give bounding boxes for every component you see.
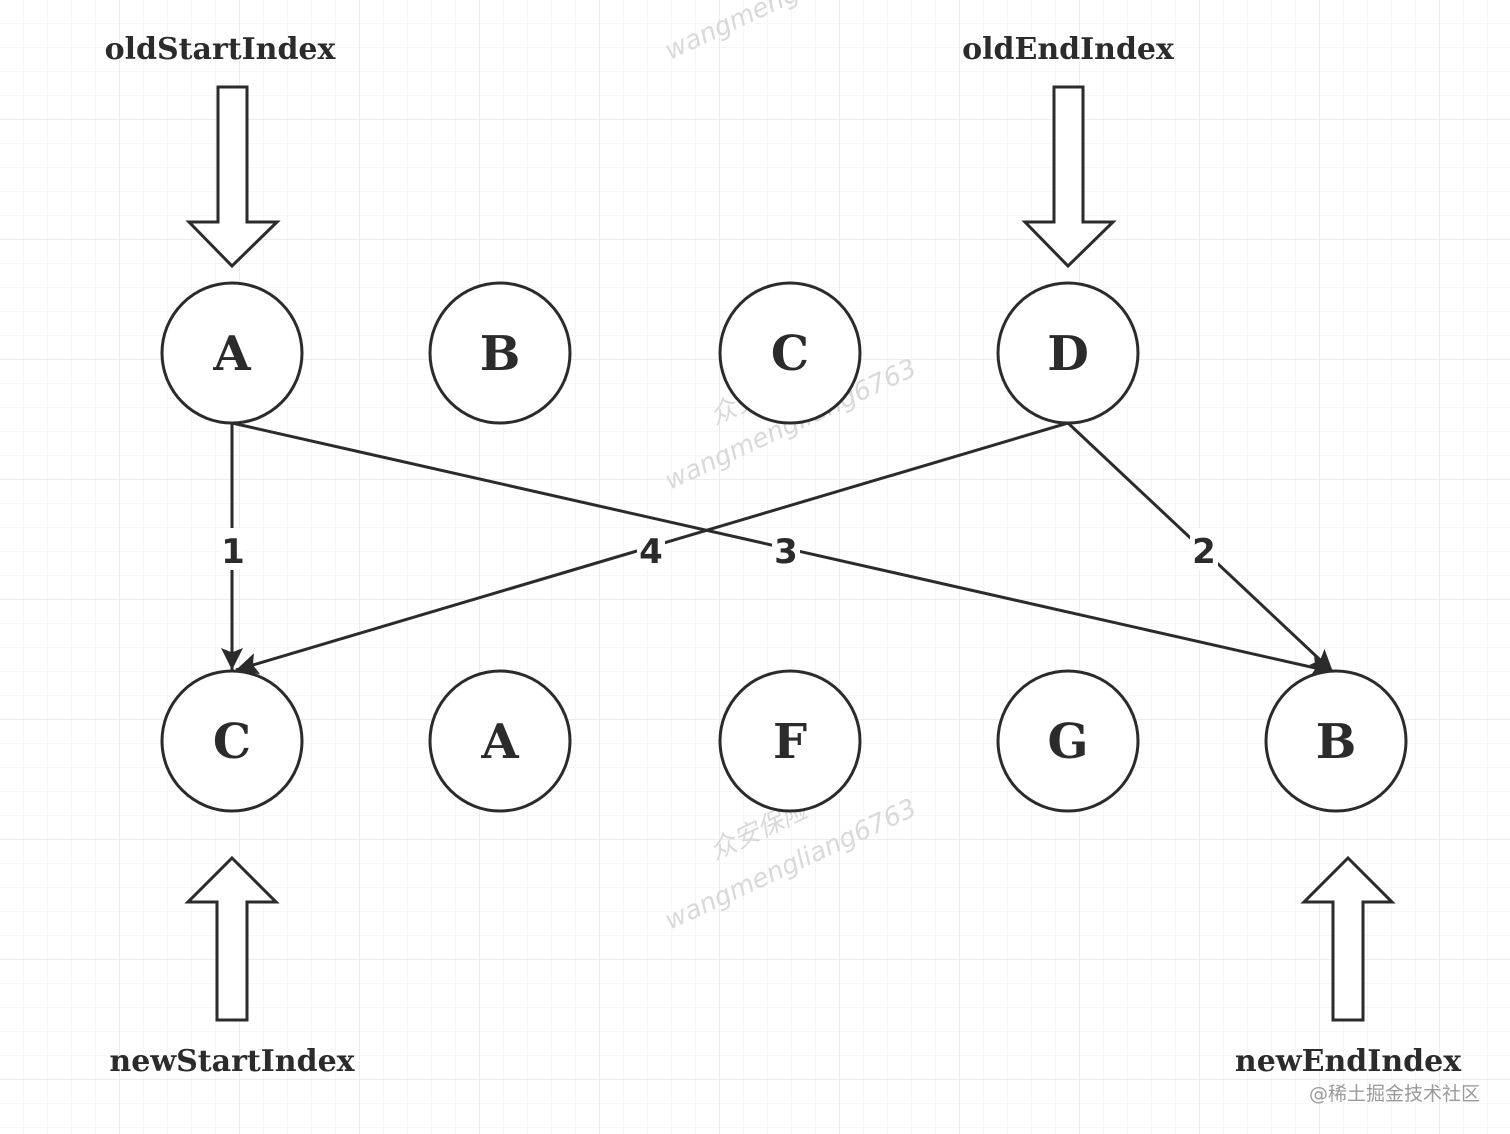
- edge-label-3-bg: [772, 528, 800, 570]
- watermark-text: wangmengliang6763: [660, 0, 921, 66]
- edge-label-1: 1: [220, 528, 246, 572]
- edge-label-1-bg: [220, 528, 246, 570]
- new-node-c-label: C: [213, 714, 251, 770]
- edge-label-4: 4: [637, 528, 665, 572]
- edge-label-3: 3: [772, 528, 800, 572]
- new-node-a-circle: [428, 669, 572, 813]
- new-node-f-label: F: [773, 714, 807, 770]
- old-node-c: C: [718, 281, 862, 425]
- footer-credit: @稀土掘金技术社区: [1308, 1083, 1480, 1105]
- edge-label-4-text: 4: [639, 532, 663, 572]
- old-node-a: A: [160, 281, 304, 425]
- old-node-d-circle: [996, 281, 1140, 425]
- edge-label-2: 2: [1190, 528, 1218, 572]
- new-node-b-label: B: [1316, 714, 1357, 770]
- new-node-c-circle: [160, 669, 304, 813]
- old-start-pointer-arrow-icon: [185, 85, 281, 269]
- old-node-b-circle: [428, 281, 572, 425]
- new-start-pointer-arrow-icon: [184, 855, 280, 1022]
- new-node-g-label: G: [1048, 714, 1089, 770]
- new-node-g: G: [996, 669, 1140, 813]
- new-node-a-label: A: [480, 714, 519, 770]
- old-node-d-label: D: [1047, 326, 1089, 382]
- old-node-a-circle: [160, 281, 304, 425]
- new-node-f: F: [718, 669, 862, 813]
- old-node-b-label: B: [480, 326, 521, 382]
- old-end-pointer-arrow-icon: [1021, 85, 1117, 269]
- old-start-index-label: oldStartIndex: [105, 32, 337, 67]
- new-end-index-label: newEndIndex: [1235, 1044, 1462, 1079]
- edge-label-4-bg: [637, 528, 665, 570]
- new-node-f-circle: [718, 669, 862, 813]
- new-end-pointer-arrow-icon: [1300, 855, 1396, 1022]
- old-node-c-circle: [718, 281, 862, 425]
- new-node-b: B: [1264, 669, 1408, 813]
- edge-label-2-bg: [1190, 528, 1218, 570]
- new-start-index-label: newStartIndex: [109, 1044, 355, 1079]
- edge-label-1-text: 1: [221, 532, 245, 572]
- old-node-d: D: [996, 281, 1140, 425]
- old-node-c-label: C: [771, 326, 809, 382]
- edge-label-2-text: 2: [1192, 532, 1216, 572]
- old-node-a-label: A: [212, 326, 251, 382]
- old-end-index-label: oldEndIndex: [962, 32, 1175, 67]
- new-node-a: A: [428, 669, 572, 813]
- new-node-b-circle: [1264, 669, 1408, 813]
- edge-label-3-text: 3: [774, 532, 798, 572]
- old-node-b: B: [428, 281, 572, 425]
- new-node-g-circle: [996, 669, 1140, 813]
- new-node-c: C: [160, 669, 304, 813]
